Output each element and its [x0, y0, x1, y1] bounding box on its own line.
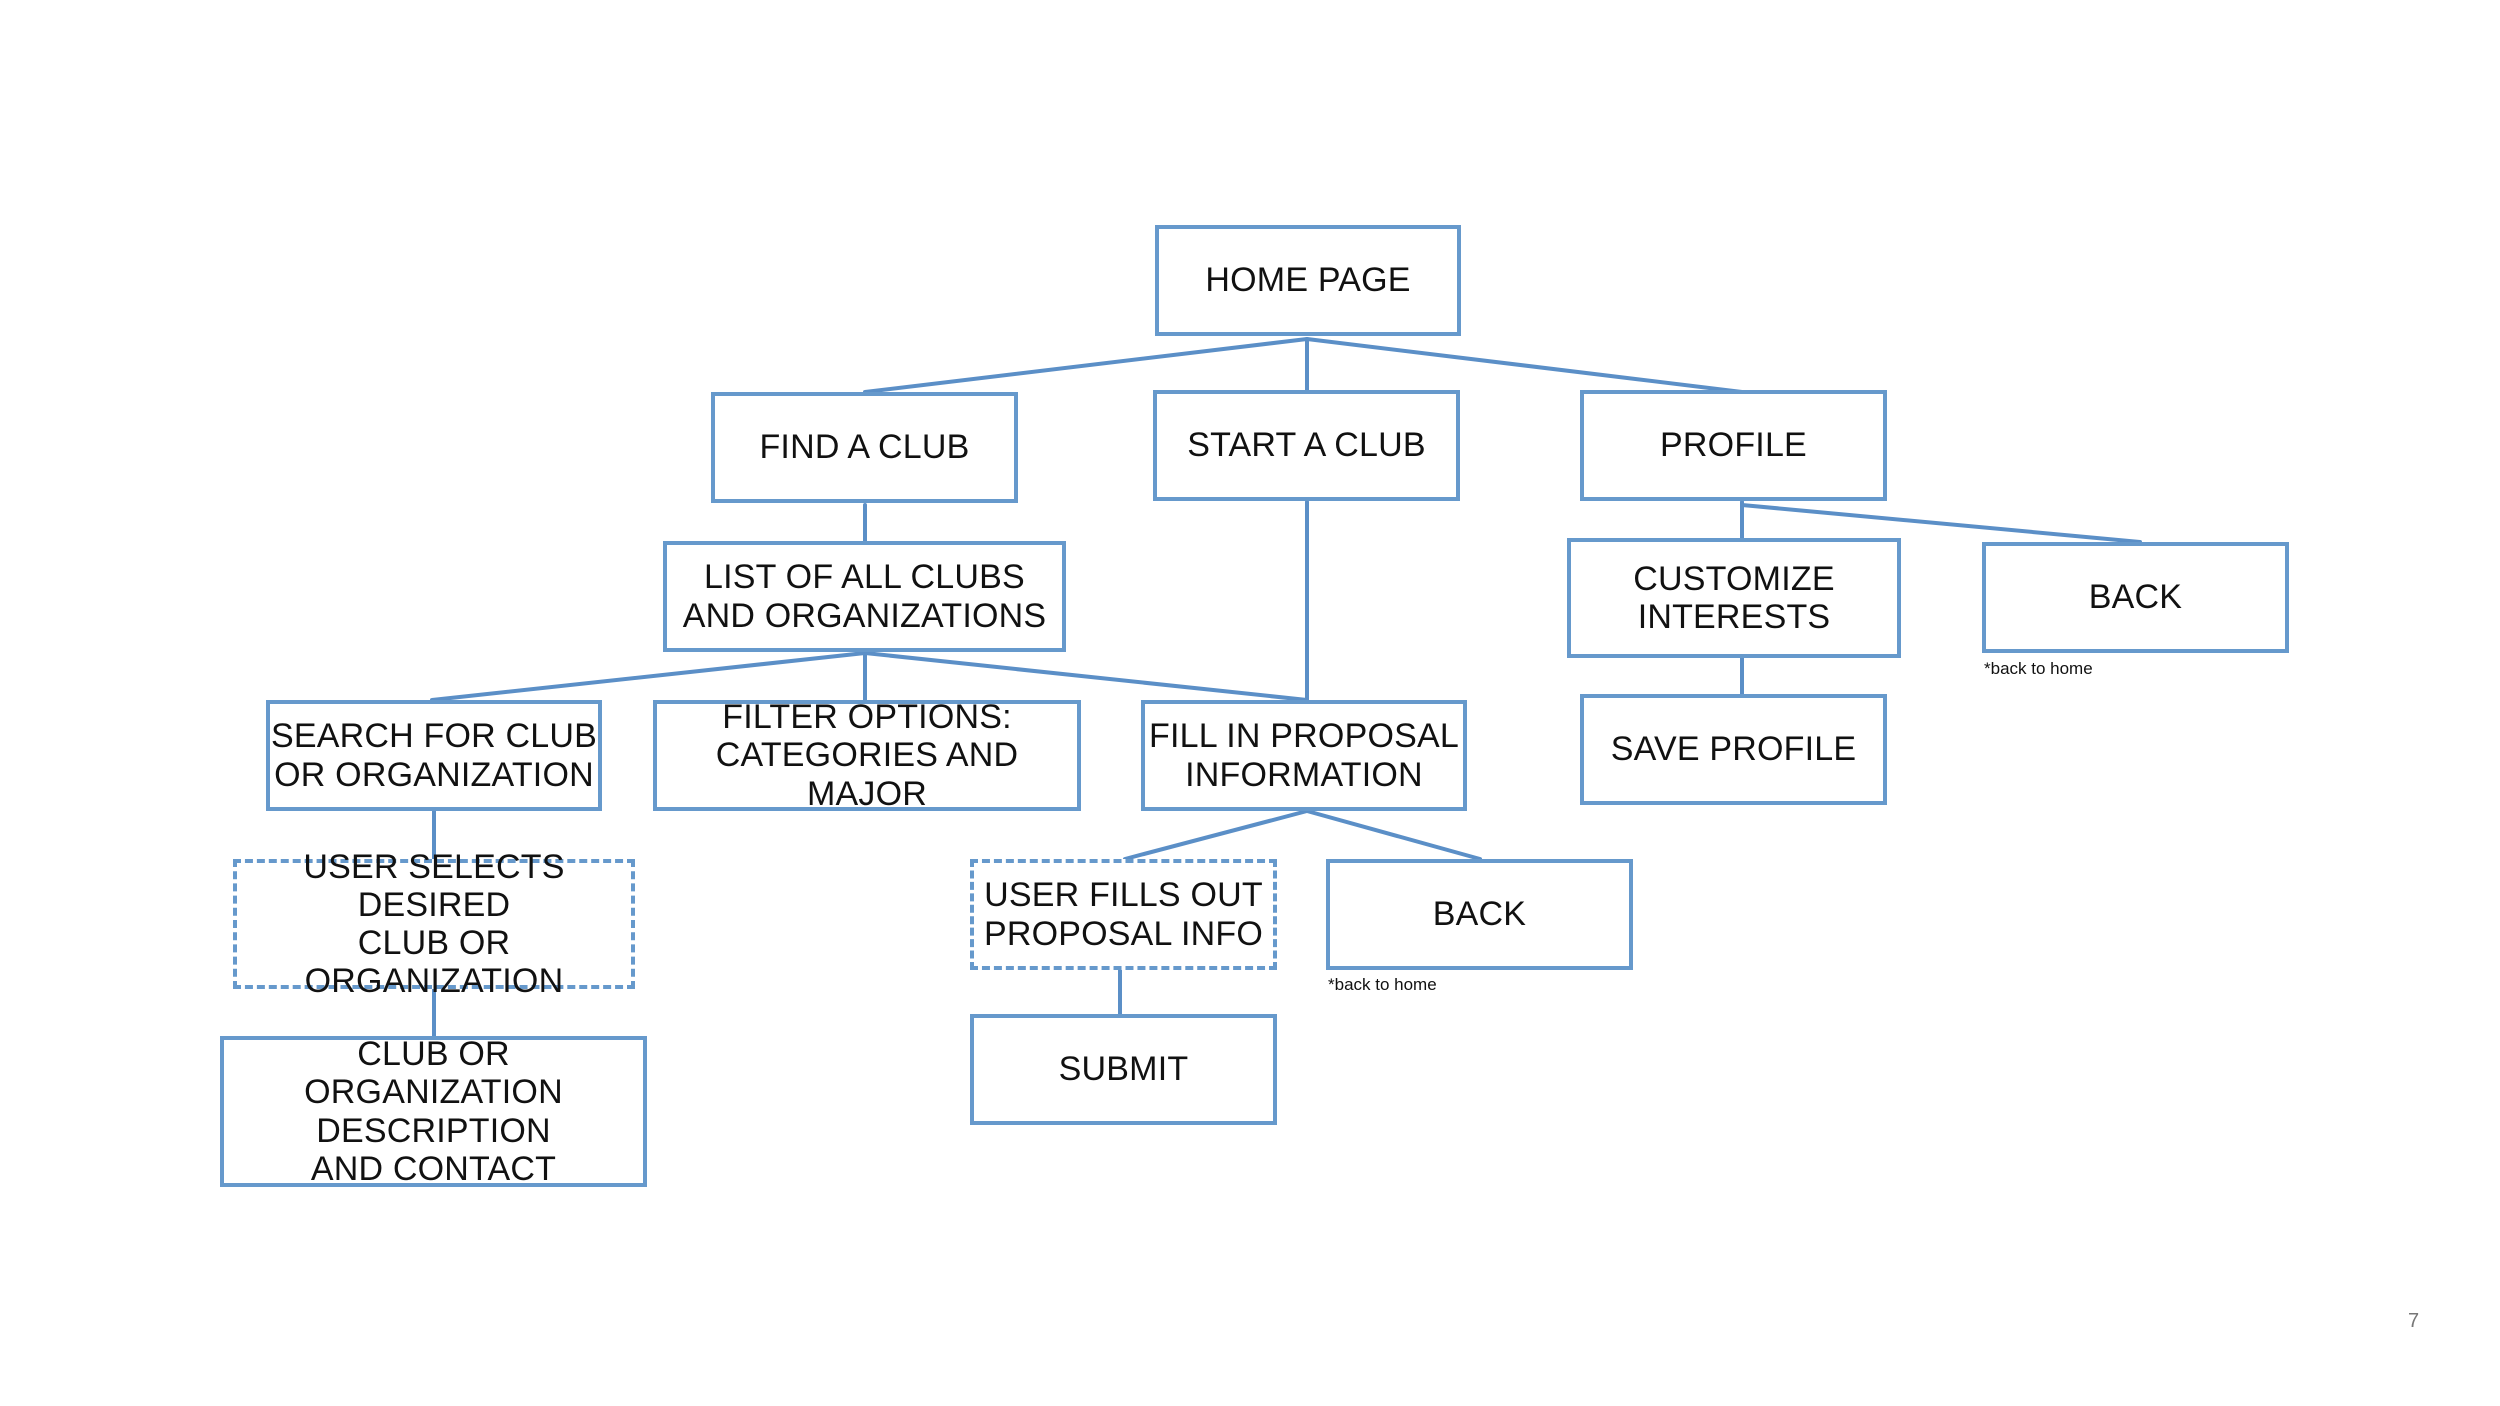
node-proposal-back: BACK [1326, 859, 1633, 970]
node-customize-interests-label: CUSTOMIZE INTERESTS [1633, 559, 1835, 636]
node-fill-proposal-label: FILL IN PROPOSAL INFORMATION [1149, 717, 1459, 794]
node-customize-interests: CUSTOMIZE INTERESTS [1567, 538, 1901, 658]
node-filter-options: FILTER OPTIONS: CATEGORIES AND MAJOR [653, 698, 1081, 813]
node-user-fills: USER FILLS OUT PROPOSAL INFO [970, 859, 1277, 970]
node-profile-back: BACK [1982, 542, 2289, 653]
node-user-fills-label: USER FILLS OUT PROPOSAL INFO [983, 876, 1264, 953]
node-search-club: SEARCH FOR CLUB OR ORGANIZATION [266, 700, 602, 811]
node-submit: SUBMIT [970, 1014, 1277, 1125]
node-start-a-club-label: START A CLUB [1187, 426, 1426, 465]
connector-profile-back [1740, 503, 2142, 544]
node-list-of-clubs-label: LIST OF ALL CLUBS AND ORGANIZATIONS [682, 558, 1047, 635]
node-profile-label: PROFILE [1660, 426, 1807, 465]
node-home-page-label: HOME PAGE [1205, 261, 1411, 300]
node-save-profile-label: SAVE PROFILE [1610, 730, 1857, 769]
node-profile: PROFILE [1580, 390, 1887, 501]
node-home-page: HOME PAGE [1155, 225, 1461, 336]
connector-fill-userfills [1123, 809, 1309, 861]
node-search-club-label: SEARCH FOR CLUB OR ORGANIZATION [270, 717, 598, 794]
connector-fill-back [1305, 809, 1482, 861]
node-find-a-club: FIND A CLUB [711, 392, 1018, 503]
note-profile-back: *back to home [1984, 659, 2093, 678]
node-club-description: CLUB OR ORGANIZATION DESCRIPTION AND CON… [220, 1035, 647, 1188]
page-number: 7 [2408, 1310, 2420, 1332]
node-start-a-club: START A CLUB [1153, 390, 1460, 501]
node-find-a-club-label: FIND A CLUB [759, 428, 970, 467]
connector-home-profile [1305, 337, 1744, 394]
connector-list-search [430, 651, 867, 702]
node-user-selects: USER SELECTS DESIRED CLUB OR ORGANIZATIO… [233, 848, 635, 1000]
node-filter-options-label: FILTER OPTIONS: CATEGORIES AND MAJOR [715, 698, 1019, 813]
node-user-selects-label: USER SELECTS DESIRED CLUB OR ORGANIZATIO… [303, 847, 565, 1001]
connector-list-fill [863, 651, 1309, 702]
note-proposal-back: *back to home [1328, 975, 1437, 994]
node-club-description-label: CLUB OR ORGANIZATION DESCRIPTION AND CON… [304, 1035, 563, 1188]
node-fill-proposal: FILL IN PROPOSAL INFORMATION [1141, 700, 1467, 811]
node-save-profile: SAVE PROFILE [1580, 694, 1887, 805]
node-list-of-clubs: LIST OF ALL CLUBS AND ORGANIZATIONS [663, 541, 1066, 652]
node-proposal-back-label: BACK [1432, 895, 1527, 934]
connector-home-find [863, 337, 1309, 394]
node-submit-label: SUBMIT [1058, 1050, 1189, 1089]
node-profile-back-label: BACK [2088, 578, 2183, 617]
